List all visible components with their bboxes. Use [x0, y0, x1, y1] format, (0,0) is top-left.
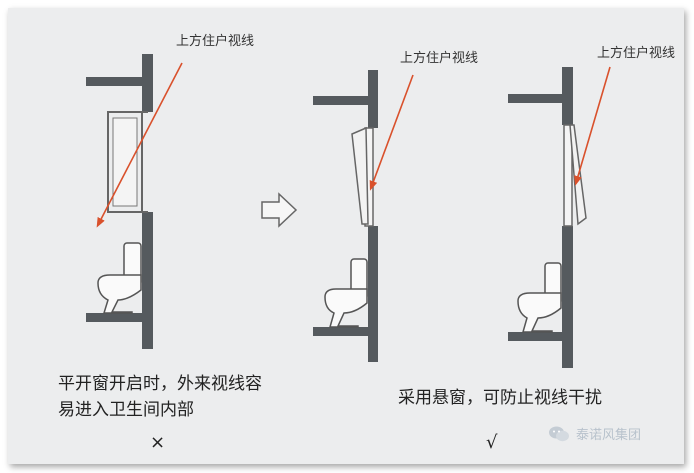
correct-mark: √ [486, 432, 498, 453]
watermark: 泰诺风集团 [548, 424, 641, 443]
view-label-left: 上方住户视线 [176, 34, 255, 49]
upper-slab [86, 77, 142, 86]
caption-casement-line2: 易进入卫生间内部 [58, 400, 194, 420]
sightline-arrow [369, 74, 414, 191]
lower-wall [142, 212, 153, 349]
upper-wall [368, 70, 378, 128]
sightline-arrow [96, 62, 183, 228]
upper-slab [313, 96, 368, 105]
floor-slab [313, 327, 368, 336]
casement-window-inner [112, 117, 138, 207]
lower-wall [368, 226, 378, 362]
scene-awning-b [508, 66, 611, 368]
caption-awning: 采用悬窗，可防止视线干扰 [398, 388, 602, 408]
right-arrow-icon [261, 192, 298, 228]
lower-wall [562, 226, 573, 368]
toilet-icon [517, 262, 562, 333]
window-frame [563, 124, 573, 227]
casement-window-outer [107, 111, 143, 213]
floor-slab [508, 332, 562, 341]
upper-wall [562, 67, 573, 125]
wrong-mark: × [150, 432, 166, 453]
sightline-arrow [574, 66, 611, 186]
view-label-middle: 上方住户视线 [400, 51, 479, 66]
scene-casement [86, 54, 183, 349]
toilet-icon [97, 242, 142, 314]
upper-wall [142, 54, 153, 112]
awning-sash [351, 126, 369, 225]
floor-slab [86, 313, 142, 322]
watermark-text: 泰诺风集团 [576, 428, 642, 443]
upper-slab [508, 94, 562, 103]
caption-casement-line1: 平开窗开启时，外来视线容 [58, 374, 262, 394]
scene-awning-a [313, 70, 414, 362]
view-label-right: 上方住户视线 [597, 46, 676, 61]
wechat-icon [549, 426, 569, 441]
toilet-icon [324, 258, 368, 328]
